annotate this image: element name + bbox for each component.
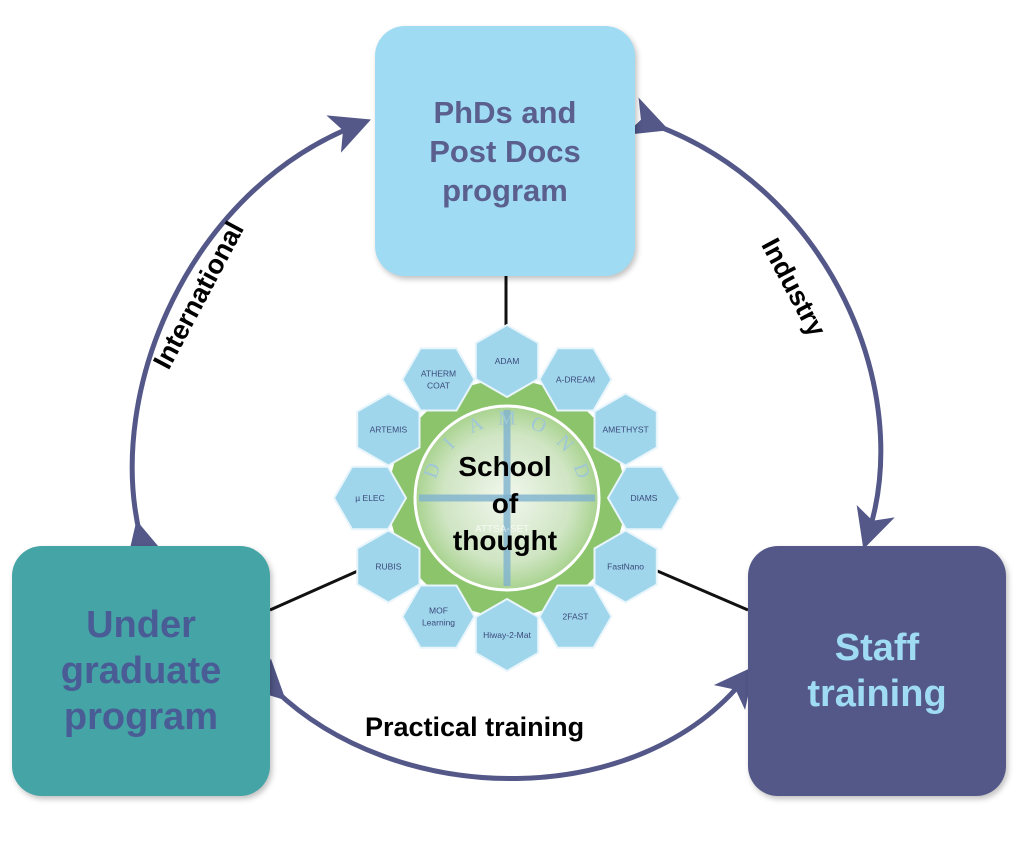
staff-training-box: Staff training [748, 546, 1006, 796]
petal-label: ARTEMIS [370, 425, 408, 435]
school-of-thought-label: School of thought [452, 451, 558, 556]
petal-shape [538, 347, 613, 412]
petal-8: RUBIS [356, 529, 421, 604]
arc-practical [243, 658, 755, 782]
petal-label: µ ELEC [355, 493, 384, 503]
petal-label: RUBIS [375, 562, 401, 572]
petal-5: 2FAST [538, 584, 613, 649]
connector-right [654, 568, 749, 612]
petal-2: AMETHYST [593, 392, 658, 467]
ring-letter: D [569, 460, 595, 481]
petal-6: Hiway-2-Mat [474, 597, 540, 673]
phd-program-label: PhDs and Post Docs program [429, 94, 581, 208]
petal-label: MOF [429, 606, 448, 616]
petal-9: µ ELEC [332, 465, 408, 531]
petal-shape [356, 392, 421, 467]
phd-program-box: PhDs and Post Docs program [375, 26, 635, 276]
petal-label: A-DREAM [556, 374, 595, 384]
staff-training-label: Staff training [807, 627, 947, 715]
arc-industry [624, 97, 895, 550]
school-emblem: ADAM A-DREAM AMETHYST DIAMS FastNano 2FAST Hiw… [332, 323, 682, 673]
undergrad-program-box: Under graduate program [12, 546, 270, 796]
connector-left [269, 568, 361, 612]
petal-label: Learning [422, 618, 455, 628]
petal-label: Hiway-2-Mat [483, 630, 531, 640]
petal-3: DIAMS [606, 465, 682, 531]
petal-7: MOF Learning [401, 584, 476, 649]
practical-training-label: Practical training [365, 712, 585, 742]
ring-letter: D [420, 460, 446, 481]
petal-shape [356, 529, 421, 604]
petal-shape [538, 584, 613, 649]
petal-label: ATHERM [421, 368, 456, 378]
petal-label: COAT [427, 380, 450, 390]
petal-4: FastNano [593, 529, 658, 604]
petal-10: ARTEMIS [356, 392, 421, 467]
petal-label: DIAMS [631, 493, 658, 503]
petal-shape [401, 347, 476, 412]
petal-shape [606, 465, 682, 531]
hub-inner-label: ATTSA-SET [475, 524, 529, 535]
petal-label: ADAM [495, 356, 520, 366]
petal-0: ADAM [474, 323, 540, 399]
petal-shape [474, 597, 540, 673]
petal-shape [401, 584, 476, 649]
petal-11: ATHERM COAT [401, 347, 476, 412]
petal-shape [332, 465, 408, 531]
arc-international [126, 115, 371, 564]
ring-letter: M [498, 408, 516, 430]
petal-shape [593, 392, 658, 467]
petal-label: AMETHYST [602, 425, 648, 435]
petal-label: FastNano [607, 562, 644, 572]
petal-1: A-DREAM [538, 347, 613, 412]
undergrad-program-label: Under graduate program [60, 604, 222, 738]
petal-shape [474, 323, 540, 399]
petal-shape [593, 529, 658, 604]
petal-label: 2FAST [563, 612, 589, 622]
